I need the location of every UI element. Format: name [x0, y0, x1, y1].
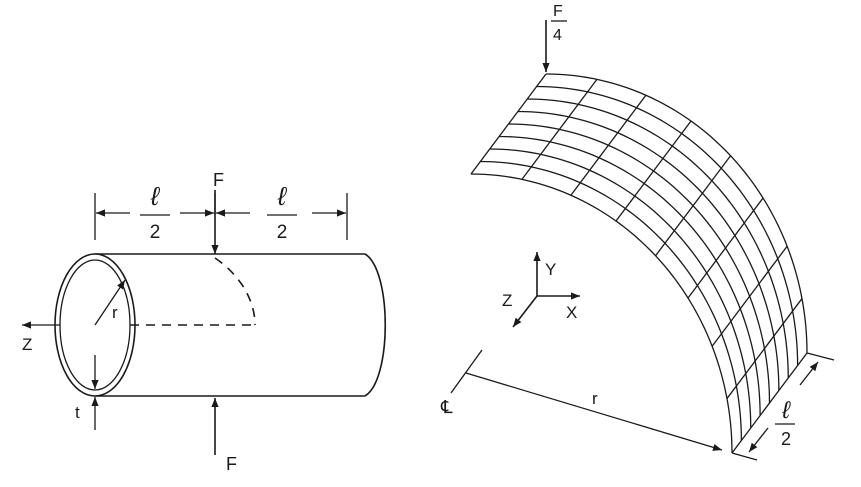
mesh-arc-line	[489, 148, 752, 429]
mesh-arc-line	[480, 160, 743, 441]
shell-mesh	[470, 73, 808, 454]
radius-dimension-arrow	[465, 372, 723, 451]
length-symbol: ℓ	[277, 181, 288, 211]
mesh-axial-line	[711, 245, 788, 347]
mesh-axial-line	[615, 120, 692, 222]
z-axis-label: Z	[502, 291, 512, 310]
centerline-symbol: ℄	[440, 397, 453, 417]
length-symbol: ℓ	[150, 181, 161, 211]
mesh-arc-line	[470, 173, 733, 454]
fraction-denominator: 2	[781, 429, 791, 449]
mesh-axial-line	[470, 73, 547, 175]
thickness-label: t	[75, 403, 80, 422]
radius-label: r	[592, 389, 598, 408]
y-axis-label: Y	[545, 260, 556, 279]
force-bottom-label: F	[226, 454, 237, 474]
x-axis-label: X	[566, 303, 577, 322]
length-symbol: ℓ	[781, 397, 791, 424]
half-length-arrow	[799, 361, 819, 386]
dim-tick	[731, 452, 758, 461]
cylinder-far-end	[364, 253, 387, 397]
radius-arrow	[94, 279, 126, 326]
mesh-axial-line	[521, 78, 598, 180]
fraction-denominator: 2	[277, 222, 288, 243]
mesh-axial-line	[570, 94, 647, 196]
radius-label: r	[112, 303, 118, 322]
force-top-label: F	[213, 170, 224, 190]
dim-tick	[806, 352, 835, 361]
centerline-tick	[450, 349, 483, 394]
mesh-axial-line	[655, 155, 732, 257]
shell-figure: F 4 Y X Z ℄ r ℓ 2	[440, 3, 835, 461]
quarter-force-numerator: F	[553, 3, 563, 20]
hidden-quarter-arc	[214, 257, 256, 326]
fraction-denominator: 2	[150, 222, 161, 243]
mesh-axial-line	[731, 352, 808, 454]
mesh-axial-line	[687, 197, 764, 299]
cylinder-figure: ℓ 2 ℓ 2 F F r Z t	[22, 170, 387, 474]
z-axis-arrow	[512, 295, 538, 328]
quarter-force-denominator: 4	[553, 27, 562, 44]
z-axis-label: Z	[22, 335, 32, 354]
mesh-axial-line	[726, 298, 803, 399]
half-length-arrow	[748, 427, 769, 453]
